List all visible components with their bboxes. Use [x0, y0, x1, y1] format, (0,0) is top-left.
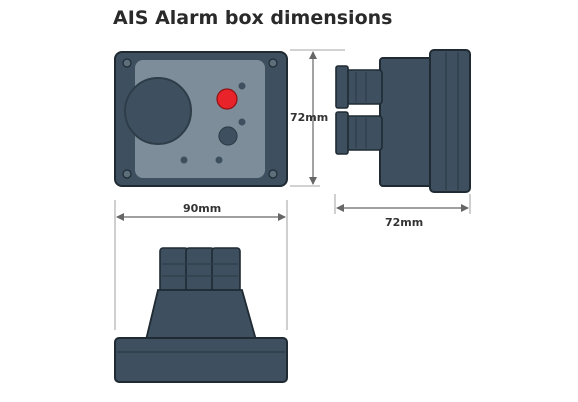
depth-label: 72mm [385, 216, 423, 229]
side-view [335, 49, 471, 193]
corner-screw-top-right [268, 58, 278, 68]
bottom-view [114, 247, 288, 383]
bottom-gland-3 [211, 247, 241, 293]
indicator-dot-4 [215, 156, 223, 164]
corner-screw-bottom-left [122, 169, 132, 179]
side-lid [429, 49, 471, 193]
diagram-title: AIS Alarm box dimensions [113, 7, 393, 29]
width-label: 90mm [183, 202, 221, 215]
bottom-gland-2 [185, 247, 215, 293]
indicator-dot-1 [238, 82, 246, 90]
front-view [114, 51, 288, 187]
height-label: 72mm [290, 111, 328, 124]
corner-screw-top-left [122, 58, 132, 68]
bottom-body [144, 289, 258, 341]
indicator-dot-3 [180, 156, 188, 164]
push-button [218, 126, 238, 146]
corner-screw-bottom-right [268, 169, 278, 179]
dimension-lines [114, 49, 471, 330]
alarm-led-red [216, 88, 238, 110]
bottom-base [114, 337, 288, 383]
buzzer-speaker [124, 77, 192, 145]
bottom-gland-1 [159, 247, 189, 293]
indicator-dot-2 [238, 118, 246, 126]
